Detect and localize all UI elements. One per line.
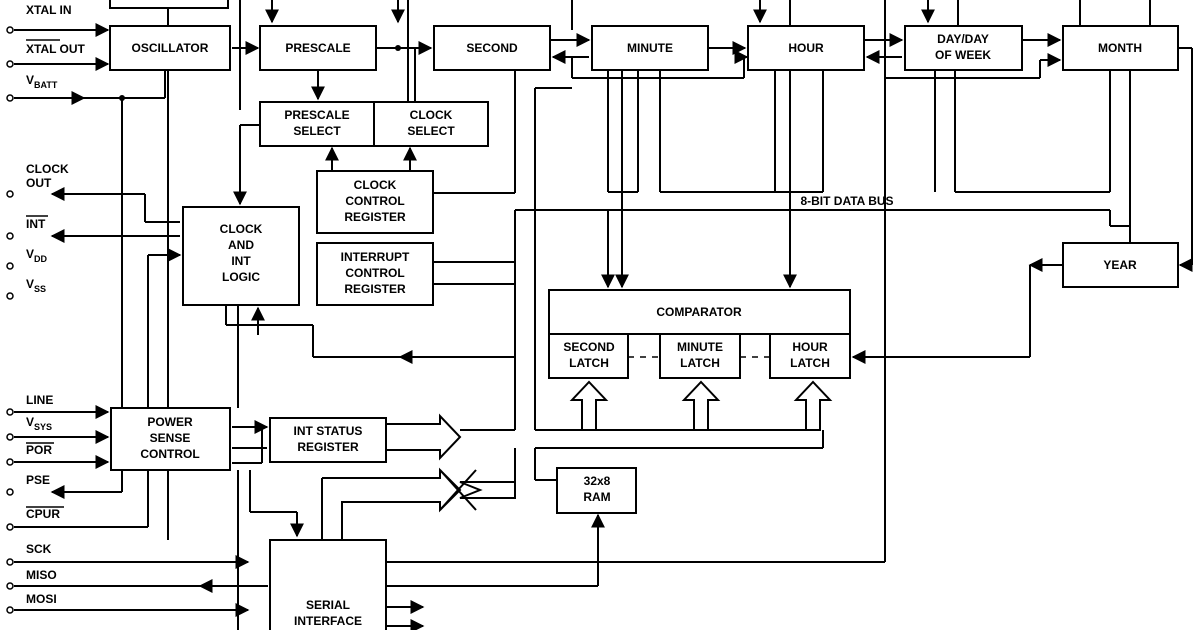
vsys-label: VSYS [26,415,52,432]
pins: XTAL IN XTAL OUT VBATT CLOCK OUT INT VDD… [6,3,86,614]
xtal-in-label: XTAL IN [26,3,72,17]
vdd-label: VDD [26,247,48,264]
year-block: YEAR [1062,242,1179,288]
data-bus-label: 8-BIT DATA BUS [800,194,893,208]
hour-latch-label-1: HOUR [792,340,828,354]
clock-control-label-2: CONTROL [345,194,404,208]
int-label: INT [26,217,46,231]
day-of-week-block: DAY/DAY OF WEEK [904,25,1023,71]
xtal-out-label: XTAL OUT [26,42,86,56]
power-sense-label-2: SENSE [150,431,191,445]
vbatt-label: VBATT [26,73,58,90]
clock-select-label-2: SELECT [407,124,455,138]
mosi-label: MOSI [26,592,57,606]
ram-label-1: 32x8 [584,474,611,488]
pin-clock-out [6,190,14,198]
second-latch-block: SECOND LATCH [548,333,629,379]
power-sense-label-1: POWER [147,415,193,429]
pin-xtal-out [6,60,14,68]
hour-latch-label-2: LATCH [790,356,830,370]
clock-int-label-2: AND [228,238,254,252]
pin-cpur [6,523,14,531]
line-label: LINE [26,393,53,407]
por-label: POR [26,443,52,457]
pin-vsys [6,433,14,441]
comparator-block: COMPARATOR [548,289,851,335]
int-status-label-1: INT STATUS [294,424,363,438]
blocks: OSCILLATOR PRESCALE SECOND MINUTE HOUR D… [109,0,1179,630]
clock-select-block: CLOCK SELECT [373,101,489,147]
serial-label-1: SERIAL [306,598,350,612]
year-label: YEAR [1103,258,1137,272]
month-label: MONTH [1098,41,1142,55]
clock-int-label-3: INT [231,254,251,268]
pin-int [6,232,14,240]
oscillator-label: OSCILLATOR [132,41,209,55]
hour-latch-block: HOUR LATCH [769,333,851,379]
int-status-register-block: INT STATUS REGISTER [269,417,387,463]
pin-por [6,458,14,466]
ram-label-2: RAM [583,490,610,504]
hour-label: HOUR [788,41,824,55]
int-status-label-2: REGISTER [297,440,359,454]
power-sense-control-block: POWER SENSE CONTROL [110,407,231,471]
pin-mosi [6,606,14,614]
pin-sck [6,558,14,566]
oscillator-block: OSCILLATOR [109,25,231,71]
second-block: SECOND [433,25,551,71]
clock-out-label-1: CLOCK [26,162,69,176]
pin-miso [6,582,14,590]
vss-label: VSS [26,277,46,294]
comparator-label: COMPARATOR [656,305,742,319]
interrupt-control-label-2: CONTROL [345,266,404,280]
hour-block: HOUR [747,25,865,71]
clock-control-label-1: CLOCK [354,178,397,192]
second-latch-label-1: SECOND [563,340,615,354]
serial-label-2: INTERFACE [294,614,362,628]
prescale-select-label-1: PRESCALE [284,108,349,122]
pin-vss [6,292,14,300]
minute-label: MINUTE [627,41,673,55]
month-block: MONTH [1062,25,1179,71]
pse-label: PSE [26,473,50,487]
prescale-select-label-2: SELECT [293,124,341,138]
interrupt-control-label-3: REGISTER [344,282,406,296]
clock-int-label-4: LOGIC [222,270,260,284]
clock-control-label-3: REGISTER [344,210,406,224]
prescale-label: PRESCALE [285,41,350,55]
prescale-block: PRESCALE [259,25,377,71]
minute-latch-label-1: MINUTE [677,340,723,354]
miso-label: MISO [26,568,57,582]
clock-int-label-1: CLOCK [220,222,263,236]
pin-pse [6,488,14,496]
minute-block: MINUTE [591,25,709,71]
clock-control-register-block: CLOCK CONTROL REGISTER [316,170,434,234]
clock-out-label-2: OUT [26,176,52,190]
day-label-1: DAY/DAY [937,32,989,46]
pin-xtal-in [6,26,14,34]
minute-latch-block: MINUTE LATCH [659,333,741,379]
interrupt-control-register-block: INTERRUPT CONTROL REGISTER [316,242,434,306]
minute-latch-label-2: LATCH [680,356,720,370]
interrupt-control-label-1: INTERRUPT [341,250,410,264]
pin-vdd [6,262,14,270]
ram-block: 32x8 RAM [556,467,637,514]
prescale-select-block: PRESCALE SELECT [259,101,375,147]
clock-select-label-1: CLOCK [410,108,453,122]
power-sense-label-3: CONTROL [140,447,199,461]
pin-line [6,408,14,416]
day-label-2: OF WEEK [935,48,991,62]
serial-interface-block: SERIAL INTERFACE [269,539,387,630]
second-label: SECOND [466,41,518,55]
wires [14,0,1193,630]
pin-vbatt [6,94,14,102]
cpur-label: CPUR [26,507,60,521]
sck-label: SCK [26,542,52,556]
second-latch-label-2: LATCH [569,356,609,370]
clock-and-int-logic-block: CLOCK AND INT LOGIC [182,206,300,306]
